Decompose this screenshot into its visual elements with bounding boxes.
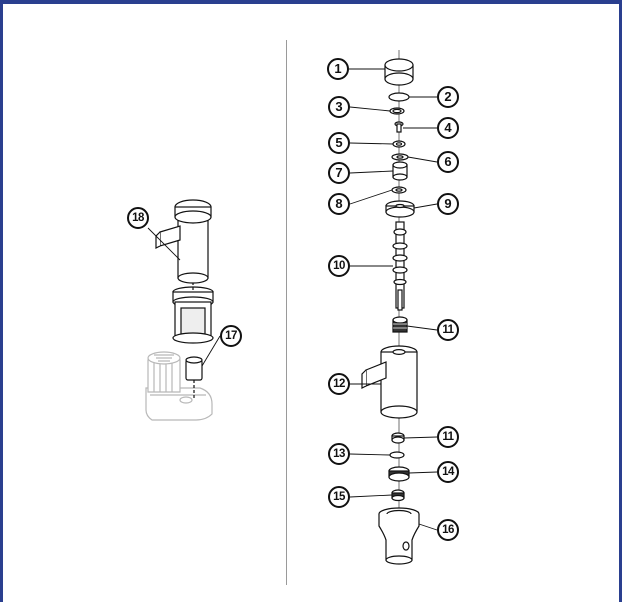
callout-16: 16 [437,519,459,541]
part-15 [391,489,405,502]
callout-12: 12 [328,373,350,395]
callout-5: 5 [328,132,350,154]
assembled-faucet [145,199,214,421]
callout-18: 18 [127,207,149,229]
part-11-upper [392,316,408,333]
callout-17: 17 [220,325,242,347]
part-12 [361,345,418,419]
callout-6: 6 [437,151,459,173]
callout-3: 3 [328,96,350,118]
part-6 [391,153,409,161]
part-5 [392,140,406,148]
part-16 [378,507,420,565]
part-14 [388,466,410,482]
part-11-lower [391,432,405,444]
part-4 [394,121,404,133]
callout-9: 9 [437,193,459,215]
part-2 [388,92,410,102]
part-1 [384,58,414,86]
callout-14: 14 [437,461,459,483]
callout-7: 7 [328,162,350,184]
exploded-parts [361,50,420,565]
callout-4: 4 [437,117,459,139]
callout-15: 15 [328,486,350,508]
faucet-body [155,199,212,284]
part-13 [389,451,405,459]
lower-cartridge [172,272,214,344]
panel-divider [286,40,287,585]
ghost-base [145,351,213,421]
callout-11-lower: 11 [437,426,459,448]
callout-11-upper: 11 [437,319,459,341]
callout-10: 10 [328,255,350,277]
callout-13: 13 [328,443,350,465]
leader-lines [147,68,438,531]
callout-2: 2 [437,86,459,108]
callout-8: 8 [328,193,350,215]
part-17 [185,356,203,398]
callout-1: 1 [327,58,349,80]
part-7 [392,161,408,181]
part-10 [392,221,408,311]
part-3 [389,107,405,115]
part-9 [385,200,415,218]
part-8 [391,186,407,194]
